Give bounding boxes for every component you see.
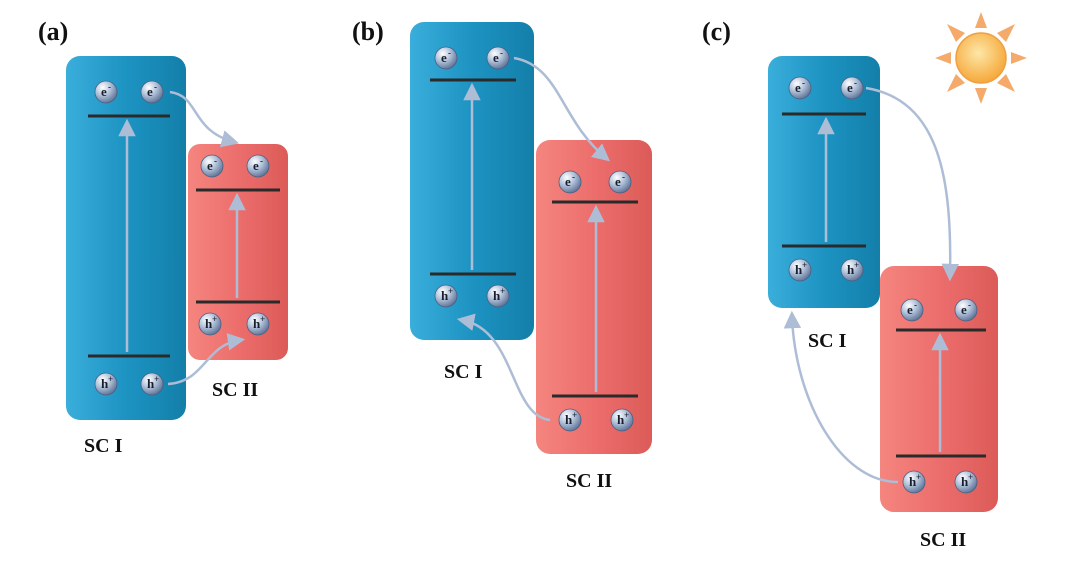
carriers-layer: e-e-e-e-h+h+h+h+e-e-e-e-h+h+h+h+e-e-h+h+… xyxy=(94,46,978,494)
electron-charge-sign: - xyxy=(500,48,503,58)
hole-charge-sign: + xyxy=(624,410,629,420)
hole-carrier: h+ xyxy=(486,284,510,308)
electron-carrier: e- xyxy=(900,298,924,322)
electron-charge-sign: - xyxy=(914,300,917,310)
electron-carrier: e- xyxy=(608,170,632,194)
hole-carrier: h+ xyxy=(198,312,222,336)
hole-symbol: h xyxy=(795,262,803,277)
hole-carrier: h+ xyxy=(246,312,270,336)
electron-symbol: e xyxy=(615,174,621,189)
hole-charge-sign: + xyxy=(212,314,217,324)
hole-charge-sign: + xyxy=(916,472,921,482)
hole-charge-sign: + xyxy=(448,286,453,296)
electron-symbol: e xyxy=(253,158,259,173)
hole-carrier: h+ xyxy=(94,372,118,396)
electron-symbol: e xyxy=(147,84,153,99)
electron-charge-sign: - xyxy=(154,82,157,92)
hole-carrier: h+ xyxy=(558,408,582,432)
hole-charge-sign: + xyxy=(802,260,807,270)
hole-charge-sign: + xyxy=(500,286,505,296)
sc1-label: SC I xyxy=(808,330,847,352)
hole-carrier: h+ xyxy=(610,408,634,432)
electron-charge-sign: - xyxy=(260,156,263,166)
electron-charge-sign: - xyxy=(572,172,575,182)
panel-c-label: (c) xyxy=(702,17,731,46)
sc1-label: SC I xyxy=(84,435,123,457)
hole-symbol: h xyxy=(441,288,449,303)
sun-icon xyxy=(935,12,1027,104)
hole-carrier: h+ xyxy=(434,284,458,308)
hole-symbol: h xyxy=(205,316,213,331)
hole-charge-sign: + xyxy=(572,410,577,420)
electron-carrier: e- xyxy=(94,80,118,104)
hole-symbol: h xyxy=(493,288,501,303)
electron-symbol: e xyxy=(101,84,107,99)
electron-symbol: e xyxy=(847,80,853,95)
sc2-label: SC II xyxy=(566,470,612,492)
hole-carrier: h+ xyxy=(140,372,164,396)
hole-symbol: h xyxy=(565,412,573,427)
panel-a-label: (a) xyxy=(38,17,68,46)
hole-symbol: h xyxy=(847,262,855,277)
hole-carrier: h+ xyxy=(902,470,926,494)
electron-symbol: e xyxy=(795,80,801,95)
hole-charge-sign: + xyxy=(154,374,159,384)
electron-charge-sign: - xyxy=(108,82,111,92)
hole-symbol: h xyxy=(147,376,155,391)
electron-carrier: e- xyxy=(788,76,812,100)
sc2-label: SC II xyxy=(920,529,966,551)
hole-charge-sign: + xyxy=(108,374,113,384)
electron-symbol: e xyxy=(907,302,913,317)
hole-carrier: h+ xyxy=(788,258,812,282)
hole-charge-sign: + xyxy=(854,260,859,270)
hole-charge-sign: + xyxy=(968,472,973,482)
electron-carrier: e- xyxy=(954,298,978,322)
electron-charge-sign: - xyxy=(448,48,451,58)
electron-charge-sign: - xyxy=(214,156,217,166)
hole-symbol: h xyxy=(617,412,625,427)
electron-charge-sign: - xyxy=(802,78,805,88)
hole-symbol: h xyxy=(909,474,917,489)
electron-carrier: e- xyxy=(558,170,582,194)
electron-symbol: e xyxy=(207,158,213,173)
sc2-block xyxy=(536,140,652,454)
hole-symbol: h xyxy=(101,376,109,391)
electron-charge-sign: - xyxy=(968,300,971,310)
electron-carrier: e- xyxy=(434,46,458,70)
panel-b-label: (b) xyxy=(352,17,384,46)
electron-symbol: e xyxy=(961,302,967,317)
hole-symbol: h xyxy=(253,316,261,331)
panel-a: (a) SC I SC II xyxy=(38,17,288,457)
electron-transfer-arrow xyxy=(513,56,611,162)
electron-symbol: e xyxy=(565,174,571,189)
electron-charge-sign: - xyxy=(622,172,625,182)
electron-carrier: e- xyxy=(486,46,510,70)
panel-b: (b) SC I SC II xyxy=(352,17,652,492)
electron-carrier: e- xyxy=(200,154,224,178)
sc1-label: SC I xyxy=(444,361,483,383)
hole-charge-sign: + xyxy=(260,314,265,324)
electron-carrier: e- xyxy=(140,80,164,104)
electron-carrier: e- xyxy=(840,76,864,100)
hole-symbol: h xyxy=(961,474,969,489)
hole-transfer-arrow xyxy=(456,313,551,422)
electron-carrier: e- xyxy=(246,154,270,178)
sc2-label: SC II xyxy=(212,379,258,401)
electron-charge-sign: - xyxy=(854,78,857,88)
hole-transfer-arrow xyxy=(783,310,899,484)
hole-carrier: h+ xyxy=(954,470,978,494)
electron-symbol: e xyxy=(441,50,447,65)
hole-carrier: h+ xyxy=(840,258,864,282)
hole-transfer-arrow xyxy=(167,333,246,386)
electron-symbol: e xyxy=(493,50,499,65)
panel-c: (c) SC I SC II xyxy=(702,12,1027,551)
electron-transfer-arrow xyxy=(865,86,960,282)
electron-transfer-arrow xyxy=(169,90,240,148)
